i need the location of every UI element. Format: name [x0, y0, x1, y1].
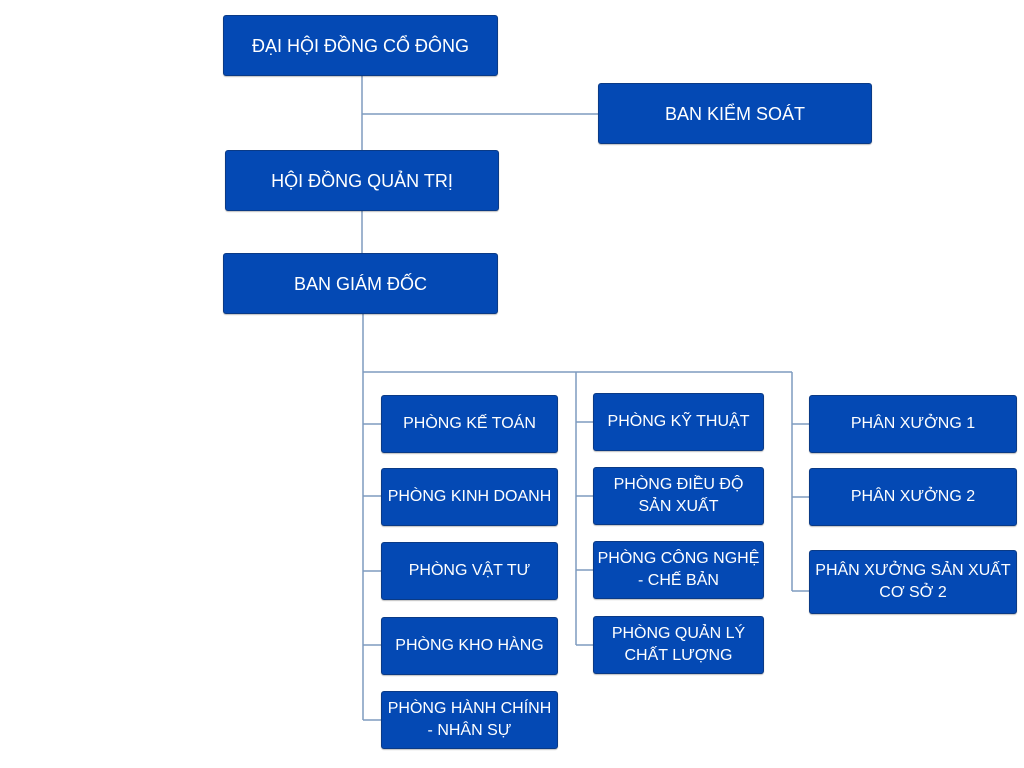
node-label: PHÒNG QUẢN LÝ CHẤT LƯỢNG — [611, 625, 746, 664]
node-supervisory-board[interactable]: BAN KIỂM SOÁT — [598, 83, 872, 144]
node-label: PHÒNG KẾ TOÁN — [403, 415, 536, 432]
node-board-of-directors[interactable]: HỘI ĐỒNG QUẢN TRỊ — [225, 150, 499, 211]
node-label: HỘI ĐỒNG QUẢN TRỊ — [271, 170, 453, 191]
node-prepress-tech-dept[interactable]: PHÒNG CÔNG NGHỆ - CHẾ BẢN — [593, 541, 764, 599]
node-label: PHÒNG ĐIỀU ĐỘ SẢN XUẤT — [613, 476, 744, 515]
node-label: ĐẠI HỘI ĐỒNG CỔ ĐÔNG — [251, 35, 469, 56]
node-label: PHÂN XƯỞNG 1 — [850, 415, 976, 432]
node-sales-dept[interactable]: PHÒNG KINH DOANH — [381, 468, 558, 526]
node-production-planning-dept[interactable]: PHÒNG ĐIỀU ĐỘ SẢN XUẤT — [593, 467, 764, 525]
node-warehouse-dept[interactable]: PHÒNG KHO HÀNG — [381, 617, 558, 675]
node-label: PHÂN XƯỞNG SẢN XUẤT CƠ SỞ 2 — [815, 562, 1011, 601]
node-accounting-dept[interactable]: PHÒNG KẾ TOÁN — [381, 395, 558, 453]
node-label: PHÒNG KHO HÀNG — [395, 637, 544, 654]
node-label: PHÒNG KINH DOANH — [387, 488, 552, 505]
node-label: PHÒNG KỸ THUẬT — [607, 413, 750, 430]
node-management-board[interactable]: BAN GIÁM ĐỐC — [223, 253, 498, 314]
node-workshop-2[interactable]: PHÂN XƯỞNG 2 — [809, 468, 1017, 526]
node-admin-hr-dept[interactable]: PHÒNG HÀNH CHÍNH - NHÂN SỰ — [381, 691, 558, 749]
node-label: PHÂN XƯỞNG 2 — [850, 488, 976, 505]
node-label: PHÒNG VẬT TƯ — [408, 562, 531, 579]
node-production-workshop-site-2[interactable]: PHÂN XƯỞNG SẢN XUẤT CƠ SỞ 2 — [809, 550, 1017, 614]
node-label: PHÒNG CÔNG NGHỆ - CHẾ BẢN — [597, 550, 760, 589]
node-shareholders-meeting[interactable]: ĐẠI HỘI ĐỒNG CỔ ĐÔNG — [223, 15, 498, 76]
node-workshop-1[interactable]: PHÂN XƯỞNG 1 — [809, 395, 1017, 453]
node-label: BAN KIỂM SOÁT — [664, 103, 806, 124]
node-technical-dept[interactable]: PHÒNG KỸ THUẬT — [593, 393, 764, 451]
node-label: PHÒNG HÀNH CHÍNH - NHÂN SỰ — [387, 700, 552, 739]
node-label: BAN GIÁM ĐỐC — [293, 273, 427, 294]
node-materials-dept[interactable]: PHÒNG VẬT TƯ — [381, 542, 558, 600]
node-quality-control-dept[interactable]: PHÒNG QUẢN LÝ CHẤT LƯỢNG — [593, 616, 764, 674]
